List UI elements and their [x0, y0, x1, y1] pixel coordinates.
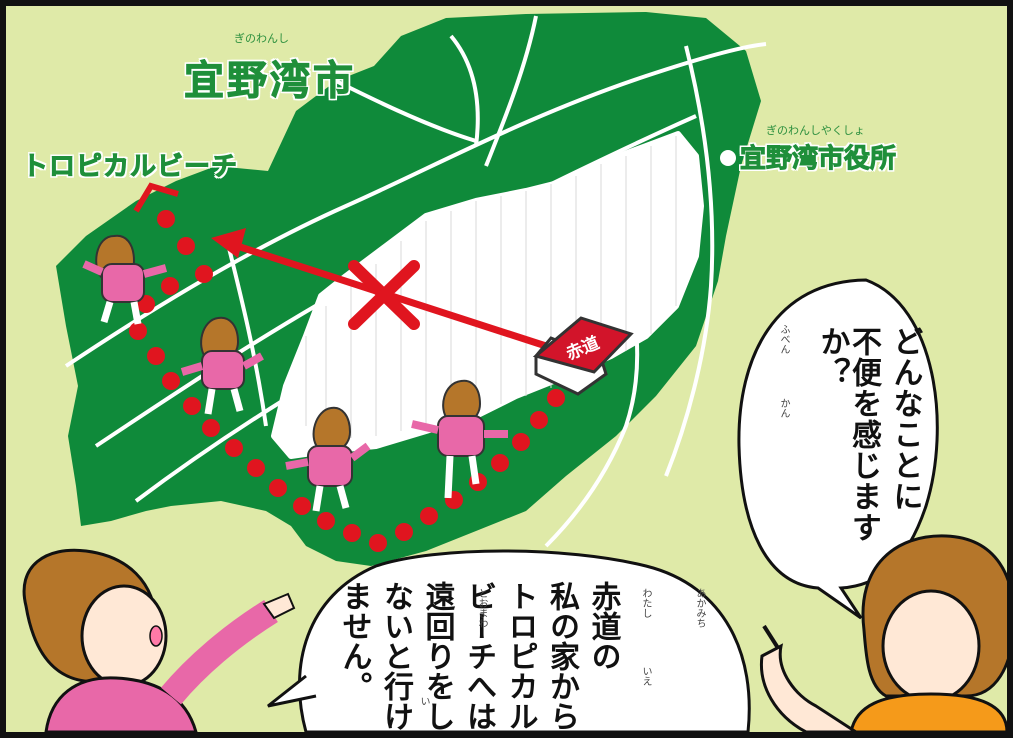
beach-marker	[133, 182, 179, 213]
walking-girl-4	[411, 379, 508, 499]
question-line-2: 不便を感じますか？	[814, 326, 882, 543]
answer-ruby-4: とおまわ	[476, 588, 487, 628]
question-line-1: どんなことに	[887, 326, 923, 512]
city-name-label: 宜野湾市	[184, 58, 356, 105]
city-office-name: 宜野湾市役所	[739, 144, 897, 175]
question-text: どんなことに 不便を感じますか？	[806, 326, 923, 596]
walking-route	[129, 210, 565, 552]
speech-bubble-answer	[298, 549, 751, 732]
answer-text: 赤道の 私の家から トロピカル ビーチへは 遠回りをし ないと行け ません。	[328, 581, 621, 732]
answer-ruby-5: い	[418, 696, 429, 706]
answer-ruby-3: いえ	[640, 666, 651, 686]
base-texture	[305, 136, 677, 438]
city-office-ruby: ぎのわんしやくしょ	[766, 124, 865, 137]
answer-line-3: トロピカル	[502, 581, 538, 731]
map-illustration	[22, 12, 1007, 732]
city-office-label: 宜野湾市役所	[720, 138, 897, 175]
beach-name-label: トロピカルビーチ	[21, 152, 239, 183]
answer-line-4: ビーチへは	[461, 581, 496, 731]
house-icon	[532, 316, 634, 396]
city-office-marker-icon	[720, 150, 736, 166]
speech-bubble-question	[737, 278, 939, 620]
walking-girl-2	[180, 316, 264, 415]
walking-girl-3	[285, 406, 371, 512]
answer-ruby-2: わたし	[640, 588, 651, 618]
walking-girl-1	[82, 234, 168, 325]
answer-line-6: ないと行け	[378, 581, 413, 731]
city-name-ruby: ぎのわんし	[234, 32, 289, 45]
girl-pointing	[22, 548, 296, 732]
question-ruby-2: かん	[778, 398, 789, 418]
answer-line-1: 赤道の	[585, 581, 621, 671]
teacher-character	[759, 534, 1007, 732]
answer-ruby-1: あかみち	[694, 588, 705, 628]
answer-line-2: 私の家から	[544, 581, 579, 731]
answer-line-7: ません。	[336, 581, 372, 701]
blocked-arrow	[211, 228, 548, 350]
question-ruby-1: ふべん	[778, 324, 789, 354]
answer-line-5: 遠回りをし	[419, 581, 455, 731]
